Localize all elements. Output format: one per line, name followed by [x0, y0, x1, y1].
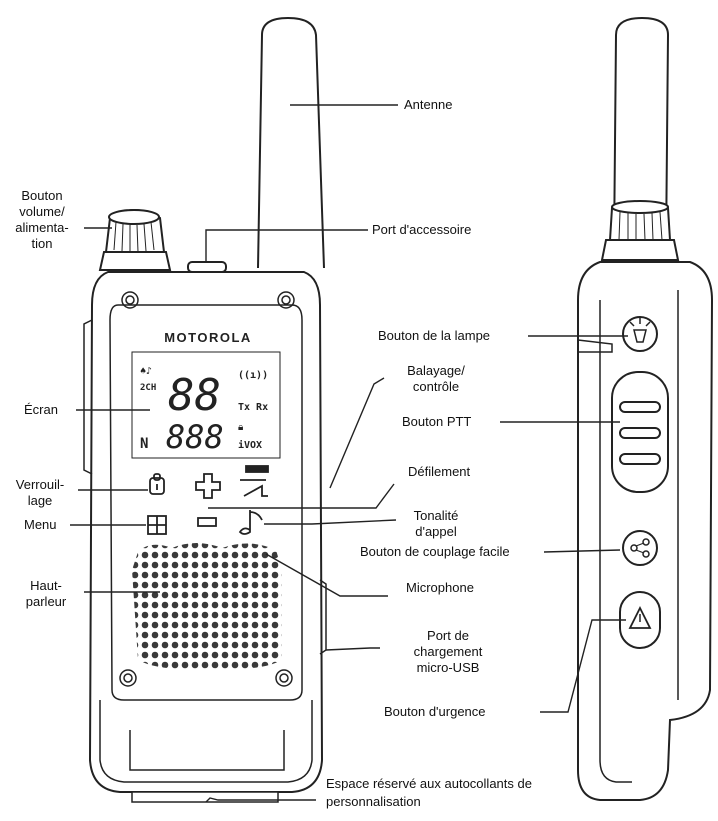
charging-port-label-2: chargement: [414, 644, 483, 659]
front-buttons: [147, 465, 269, 535]
volume-knob: [98, 209, 172, 271]
accessory-port: [187, 261, 227, 273]
volume-label-4: tion: [32, 236, 53, 251]
charging-port-label-3: micro-USB: [417, 660, 480, 675]
lcd-signal: ((ı)): [238, 370, 268, 381]
easy-pair-button[interactable]: [622, 530, 658, 566]
menu-label: Menu: [24, 517, 57, 532]
lcd-main-digits: 88: [168, 370, 221, 421]
lock-label-2: lage: [28, 493, 53, 508]
call-tone-label-2: d'appel: [415, 524, 457, 539]
lamp-button[interactable]: [622, 316, 658, 352]
call-tone-icon[interactable]: [238, 510, 263, 535]
lcd-bell-icon: ♠♪: [140, 366, 152, 377]
brand-logo: MOTOROLA: [164, 330, 252, 345]
scan-icon[interactable]: [240, 465, 269, 497]
ptt-label: Bouton PTT: [402, 414, 471, 429]
scan-label-1: Balayage/: [407, 363, 465, 378]
lcd-ch: 2CH: [140, 383, 156, 393]
labels: Antenne Bouton volume/ alimenta- tion Po…: [15, 97, 532, 809]
volume-label-1: Bouton: [21, 188, 62, 203]
speaker-label-2: parleur: [26, 594, 67, 609]
sticker-label-1: Espace réservé aux autocollants de: [326, 776, 532, 791]
accessory-port-label: Port d'accessoire: [372, 222, 471, 237]
antenna: [257, 16, 325, 269]
menu-icon[interactable]: [147, 515, 167, 535]
sticker-label-2: personnalisation: [326, 794, 421, 809]
front-display: MOTOROLA ♠♪ 2CH 88 ((ı)) Tx Rx N 888 🔒︎ …: [131, 330, 281, 459]
side-knob: [600, 200, 680, 261]
lamp-button-label: Bouton de la lampe: [378, 328, 490, 343]
plus-button[interactable]: [195, 473, 221, 499]
lcd-sub-digits: 888: [166, 418, 224, 456]
leader-lines: [70, 104, 628, 803]
scroll-label: Défilement: [408, 464, 471, 479]
emergency-label: Bouton d'urgence: [384, 704, 486, 719]
front-body: [88, 271, 324, 793]
screen-label: Écran: [24, 402, 58, 417]
sticker-area: [131, 791, 279, 803]
side-view: [577, 16, 714, 801]
lcd-lock-icon: 🔒︎: [238, 422, 243, 433]
lcd-screen: [131, 351, 281, 459]
ptt-button[interactable]: [611, 371, 669, 493]
lcd-n-icon: N: [140, 436, 148, 452]
antenna-label: Antenne: [404, 97, 452, 112]
volume-label-2: volume/: [19, 204, 65, 219]
screws: [119, 291, 295, 687]
lock-icon[interactable]: [149, 473, 165, 495]
charging-port-label-1: Port de: [427, 628, 469, 643]
side-antenna: [613, 16, 670, 251]
front-face: [109, 304, 303, 701]
easy-pair-label: Bouton de couplage facile: [360, 544, 510, 559]
lcd-txrx: Tx Rx: [238, 402, 268, 413]
speaker-label-1: Haut-: [30, 578, 62, 593]
lcd-vox: iVOX: [238, 439, 262, 451]
microphone-label: Microphone: [406, 580, 474, 595]
scan-label-2: contrôle: [413, 379, 459, 394]
speaker-grille: [132, 543, 282, 669]
volume-label-3: alimenta-: [15, 220, 68, 235]
minus-button[interactable]: [197, 517, 217, 527]
call-tone-label-1: Tonalité: [414, 508, 459, 523]
lock-label-1: Verrouil-: [16, 477, 64, 492]
